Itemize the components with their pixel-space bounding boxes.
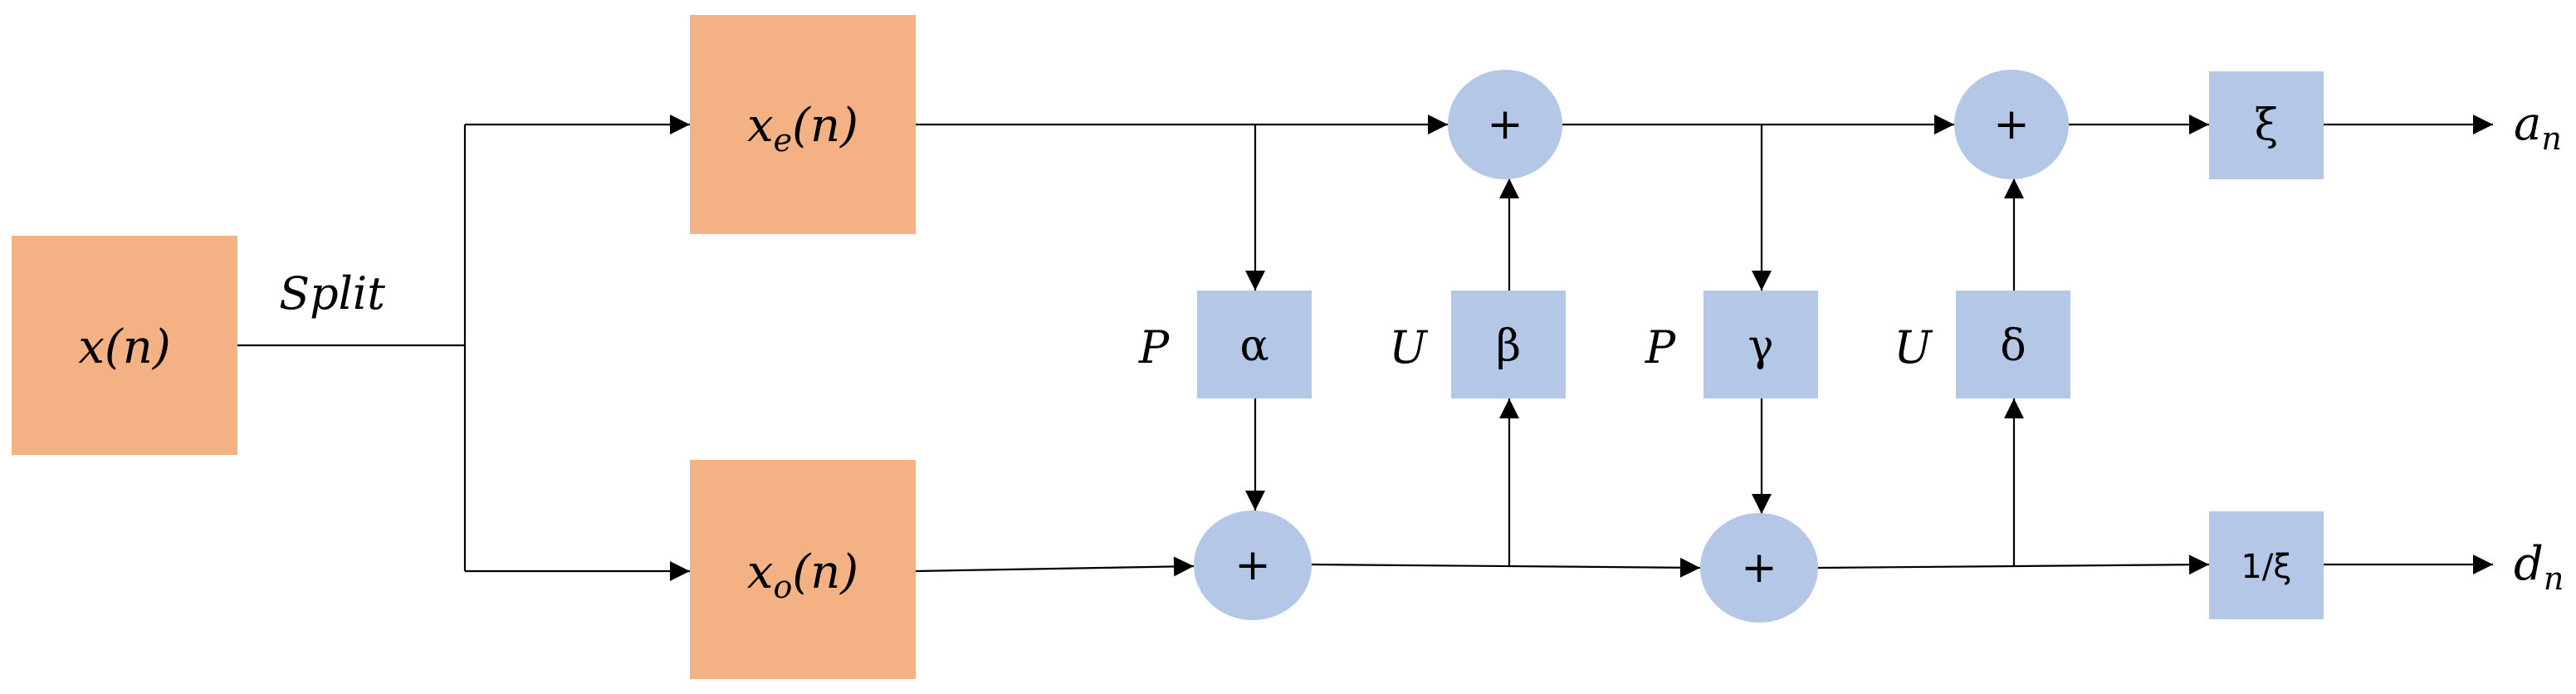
- odd-base: x: [747, 545, 774, 599]
- connections: [237, 115, 2493, 581]
- output-an-sub: n: [2541, 120, 2561, 157]
- gamma-block: [1703, 291, 1818, 398]
- input-block: x(n): [12, 236, 237, 455]
- even-sub: e: [774, 122, 793, 159]
- beta-symbol: β: [1496, 321, 1521, 371]
- alpha-block: [1197, 291, 1312, 398]
- gamma-step-label: P: [1645, 321, 1677, 374]
- even-block-box: [690, 15, 916, 234]
- wire-adder2-to-adder4: [1311, 557, 1701, 578]
- odd-signal-label: xo(n): [747, 545, 858, 605]
- output-dn: dn: [2514, 537, 2564, 597]
- adder-4: +: [1700, 513, 1818, 623]
- output-dn-base: d: [2514, 537, 2544, 591]
- xi-symbol: ξ: [2255, 100, 2279, 150]
- input-block-box: [12, 236, 237, 455]
- gamma-step: P γ: [1645, 291, 1818, 398]
- input-signal-label: x(n): [78, 320, 170, 374]
- even-block: xe(n): [690, 15, 916, 234]
- alpha-symbol: α: [1239, 321, 1268, 371]
- adder-4-circle: [1700, 513, 1818, 623]
- inv-xi-symbol: 1/ξ: [2241, 548, 2291, 586]
- adder-1-circle: [1448, 70, 1562, 179]
- adder-4-symbol: +: [1741, 543, 1777, 593]
- adder-1: +: [1448, 70, 1562, 179]
- beta-step-label: U: [1389, 321, 1428, 374]
- beta-step: U β: [1389, 291, 1566, 398]
- beta-block: [1451, 291, 1566, 398]
- input-arg: (n): [105, 320, 171, 374]
- delta-block: [1956, 291, 2070, 398]
- output-an-base: a: [2514, 97, 2541, 151]
- output-an: an: [2514, 97, 2562, 157]
- odd-arg: (n): [792, 545, 858, 599]
- xi-scale: ξ: [2209, 71, 2324, 179]
- gamma-symbol: γ: [1747, 321, 1773, 371]
- even-base: x: [747, 99, 774, 153]
- split-label: Split: [279, 267, 385, 320]
- adder-2: +: [1194, 511, 1312, 620]
- even-arg: (n): [792, 99, 858, 153]
- adder-3-circle: [1954, 70, 2069, 179]
- odd-sub: o: [773, 569, 792, 605]
- adder-3: +: [1954, 70, 2069, 179]
- inv-xi-block: [2209, 511, 2324, 619]
- output-dn-sub: n: [2544, 560, 2564, 597]
- alpha-step-label: P: [1138, 321, 1171, 374]
- alpha-step: P α: [1138, 291, 1312, 398]
- adder-1-symbol: +: [1487, 100, 1523, 149]
- adder-2-symbol: +: [1234, 540, 1271, 590]
- delta-step-label: U: [1894, 321, 1933, 374]
- wire-odd-to-adder2: [915, 556, 1195, 577]
- adder-2-circle: [1194, 511, 1312, 620]
- odd-block-box: [690, 460, 916, 679]
- delta-step: U δ: [1894, 291, 2070, 398]
- even-signal-label: xe(n): [747, 99, 858, 159]
- delta-symbol: δ: [2000, 321, 2026, 371]
- odd-block: xo(n): [690, 460, 916, 679]
- inv-xi-scale: 1/ξ: [2209, 511, 2324, 619]
- adder-3-symbol: +: [1993, 100, 2030, 149]
- xi-block: [2209, 71, 2324, 179]
- input-base: x: [78, 320, 105, 374]
